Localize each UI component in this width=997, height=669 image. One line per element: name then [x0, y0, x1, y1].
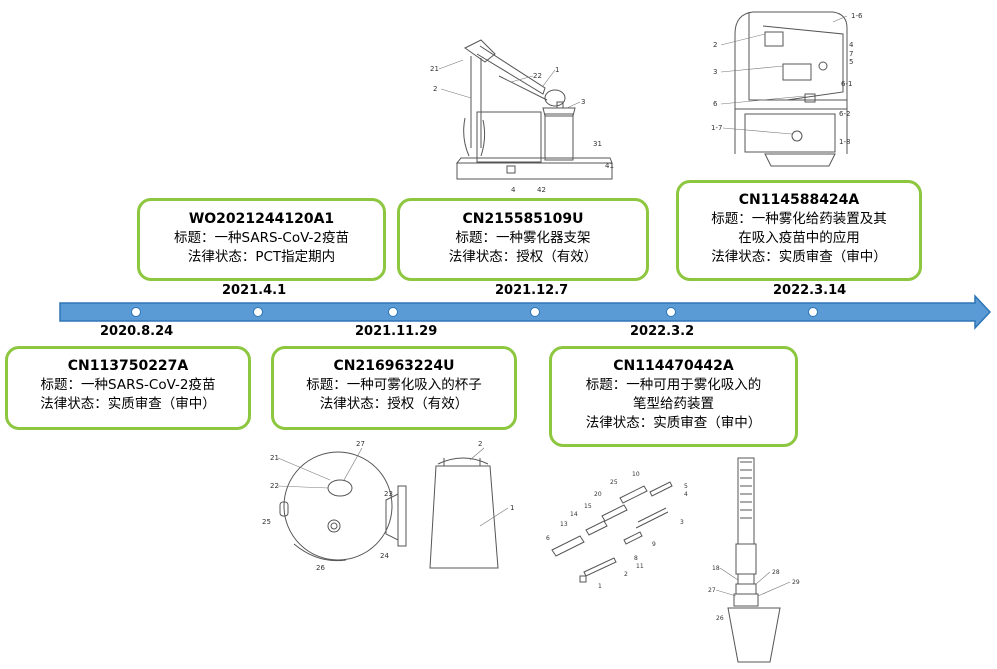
date-label: 2022.3.14 — [773, 283, 847, 298]
pen-device-label: 27 — [708, 587, 716, 594]
pen-label: 1 — [598, 583, 602, 590]
patent-card-wo2021244120a1: WO2021244120A1 标题：一种SARS-CoV-2疫苗 法律状态：PC… — [137, 198, 386, 281]
date-label: 2021.12.7 — [495, 283, 569, 298]
pen-label: 13 — [560, 521, 568, 528]
patent-number: CN114588424A — [738, 192, 860, 208]
cup-label: 26 — [316, 564, 325, 572]
stand-label: 4 — [511, 186, 516, 194]
patent-title-line2: 在吸入疫苗中的应用 — [738, 230, 860, 246]
device-label: 6 — [713, 100, 718, 108]
stand-label: 42 — [537, 186, 546, 194]
timeline-node-2021-11-29 — [388, 307, 398, 317]
patent-title: 标题：一种SARS-CoV-2疫苗 — [40, 377, 216, 393]
inhalation-cup-figure: 27 2 21 22 23 25 1 24 26 — [262, 440, 514, 572]
timeline-node-2022-3-2 — [666, 307, 676, 317]
cup-label: 1 — [510, 504, 514, 512]
patent-number: CN215585109U — [462, 211, 584, 227]
pen-label: 2 — [624, 571, 628, 578]
cup-label: 2 — [478, 440, 482, 448]
date-label: 2022.3.2 — [630, 324, 695, 339]
stand-label: 3 — [581, 98, 585, 106]
patent-title: 标题：一种可雾化吸入的杯子 — [306, 377, 482, 393]
patent-title: 标题：一种雾化器支架 — [455, 230, 591, 246]
patent-card-cn114470442a: CN114470442A 标题：一种可用于雾化吸入的 笔型给药装置 法律状态：实… — [549, 346, 798, 447]
pen-label: 20 — [594, 491, 602, 498]
date-label: 2021.11.29 — [355, 324, 438, 339]
patent-card-cn113750227a: CN113750227A 标题：一种SARS-CoV-2疫苗 法律状态：实质审查… — [5, 346, 251, 430]
timeline-node-2022-3-14 — [808, 307, 818, 317]
patent-number: CN216963224U — [333, 358, 455, 374]
cup-label: 21 — [270, 454, 279, 462]
nebulizer-stand-figure: 21 22 1 2 3 31 41 4 42 — [430, 39, 614, 194]
cup-label: 23 — [384, 490, 393, 498]
device-label: 5 — [849, 58, 853, 66]
patent-status: 法律状态：PCT指定期内 — [187, 249, 336, 265]
date-label: 2021.4.1 — [222, 283, 287, 298]
patent-title-line1: 标题：一种雾化给药装置及其 — [711, 211, 887, 227]
nebulizer-device-figure: 1-6 2 4 7 3 5 6-1 6 6-2 1-7 1-8 — [711, 11, 863, 167]
date-label: 2020.8.24 — [100, 324, 174, 339]
patent-title: 标题：一种SARS-CoV-2疫苗 — [174, 230, 349, 246]
pen-device-label: 26 — [716, 615, 724, 622]
pen-device-label: 29 — [792, 579, 800, 586]
patent-card-cn215585109u: CN215585109U 标题：一种雾化器支架 法律状态：授权（有效） — [397, 198, 649, 281]
patent-number: WO2021244120A1 — [188, 211, 335, 227]
device-label: 2 — [713, 41, 717, 49]
pen-label: 10 — [632, 471, 640, 478]
pen-device-label: 18 — [712, 565, 720, 572]
pen-device-label: 28 — [772, 569, 780, 576]
patent-status: 法律状态：实质审查（审中） — [711, 249, 887, 265]
device-label: 1-6 — [851, 12, 863, 20]
pen-label: 3 — [680, 519, 684, 526]
device-label: 7 — [849, 50, 853, 58]
patent-number: CN113750227A — [67, 358, 189, 374]
stand-label: 22 — [533, 72, 542, 80]
patent-status: 法律状态：实质审查（审中） — [585, 415, 762, 431]
pen-label: 25 — [610, 479, 618, 486]
device-label: 1-8 — [839, 138, 850, 146]
stand-label: 41 — [605, 162, 614, 170]
cup-label: 27 — [356, 440, 365, 448]
stand-label: 31 — [593, 140, 602, 148]
timeline-node-2021-4-1 — [253, 307, 263, 317]
patent-card-cn114588424a: CN114588424A 标题：一种雾化给药装置及其 在吸入疫苗中的应用 法律状… — [676, 180, 922, 281]
stand-label: 21 — [430, 65, 439, 73]
device-label: 6-1 — [841, 80, 852, 88]
pen-device-figure: 18 27 28 29 26 — [708, 457, 800, 663]
patent-status: 法律状态：实质审查（审中） — [40, 396, 216, 412]
patent-status: 法律状态：授权（有效） — [448, 249, 598, 265]
stand-label: 2 — [433, 85, 437, 93]
pen-label: 9 — [652, 541, 656, 548]
pen-label: 6 — [546, 535, 550, 542]
pen-label: 11 — [636, 563, 644, 570]
stand-label: 1 — [555, 66, 559, 74]
patent-number: CN114470442A — [613, 358, 734, 374]
device-label: 4 — [849, 41, 854, 49]
patent-title-line1: 标题：一种可用于雾化吸入的 — [585, 377, 762, 393]
pen-label: 15 — [584, 503, 592, 510]
pen-label: 5 — [684, 483, 688, 490]
device-label: 1-7 — [711, 124, 722, 132]
pen-label: 14 — [570, 511, 578, 518]
cup-label: 24 — [380, 552, 389, 560]
device-label: 6-2 — [839, 110, 850, 118]
pen-label: 4 — [684, 491, 688, 498]
pen-exploded-figure: 10 25 20 15 14 13 6 8 3 4 9 11 2 1 5 — [546, 471, 688, 590]
pen-label: 8 — [634, 555, 638, 562]
patent-card-cn216963224u: CN216963224U 标题：一种可雾化吸入的杯子 法律状态：授权（有效） — [271, 346, 517, 430]
patent-title-line2: 笔型给药装置 — [633, 396, 714, 412]
device-label: 3 — [713, 68, 717, 76]
cup-label: 25 — [262, 518, 271, 526]
patent-status: 法律状态：授权（有效） — [319, 396, 469, 412]
timeline-node-2021-12-7 — [530, 307, 540, 317]
timeline-node-2020-8-24 — [131, 307, 141, 317]
cup-label: 22 — [270, 482, 279, 490]
